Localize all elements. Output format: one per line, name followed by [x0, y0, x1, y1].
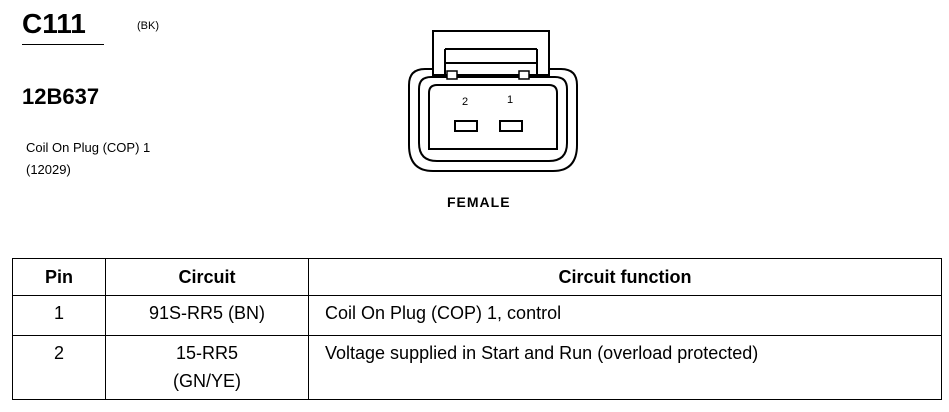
pin-cell: 1	[12, 295, 106, 336]
pin-label-2: 2	[462, 96, 468, 108]
table-row: 1 91S-RR5 (BN) Coil On Plug (COP) 1, con…	[12, 295, 942, 336]
pin-terminal-1	[499, 120, 523, 132]
connector-face-drawing: 2 1	[408, 30, 578, 172]
table-row: 2 15-RR5 (GN/YE) Voltage supplied in Sta…	[12, 335, 942, 400]
circuit-column-header: Circuit	[105, 258, 309, 296]
part-number: 12B637	[22, 84, 100, 109]
connector-outer-shell	[408, 68, 578, 172]
pin-table-header-row: Pin Circuit Circuit function	[12, 258, 942, 296]
pin-column-header: Pin	[12, 258, 106, 296]
component-reference: (12029)	[26, 162, 71, 177]
connector-inner-shell	[418, 76, 568, 162]
pin-label-1: 1	[507, 94, 513, 106]
connector-id: C111	[22, 8, 86, 39]
component-name: Coil On Plug (COP) 1	[26, 140, 151, 155]
connector-cavity	[428, 84, 558, 150]
connector-notch-right	[518, 70, 530, 80]
circuit-function-column-header: Circuit function	[308, 258, 942, 296]
circuit-function-cell: Voltage supplied in Start and Run (overl…	[308, 335, 942, 400]
connector-id-underline	[22, 44, 104, 45]
circuit-function-cell: Coil On Plug (COP) 1, control	[308, 295, 942, 336]
connector-latch	[432, 30, 550, 76]
circuit-cell: 91S-RR5 (BN)	[105, 295, 309, 336]
connector-gender-label: FEMALE	[447, 194, 511, 210]
pin-cell: 2	[12, 335, 106, 400]
circuit-cell: 15-RR5 (GN/YE)	[105, 335, 309, 400]
pin-terminal-2	[454, 120, 478, 132]
connector-color-code: (BK)	[137, 20, 159, 32]
connector-notch-left	[446, 70, 458, 80]
pin-table: Pin Circuit Circuit function 1 91S-RR5 (…	[12, 258, 942, 400]
